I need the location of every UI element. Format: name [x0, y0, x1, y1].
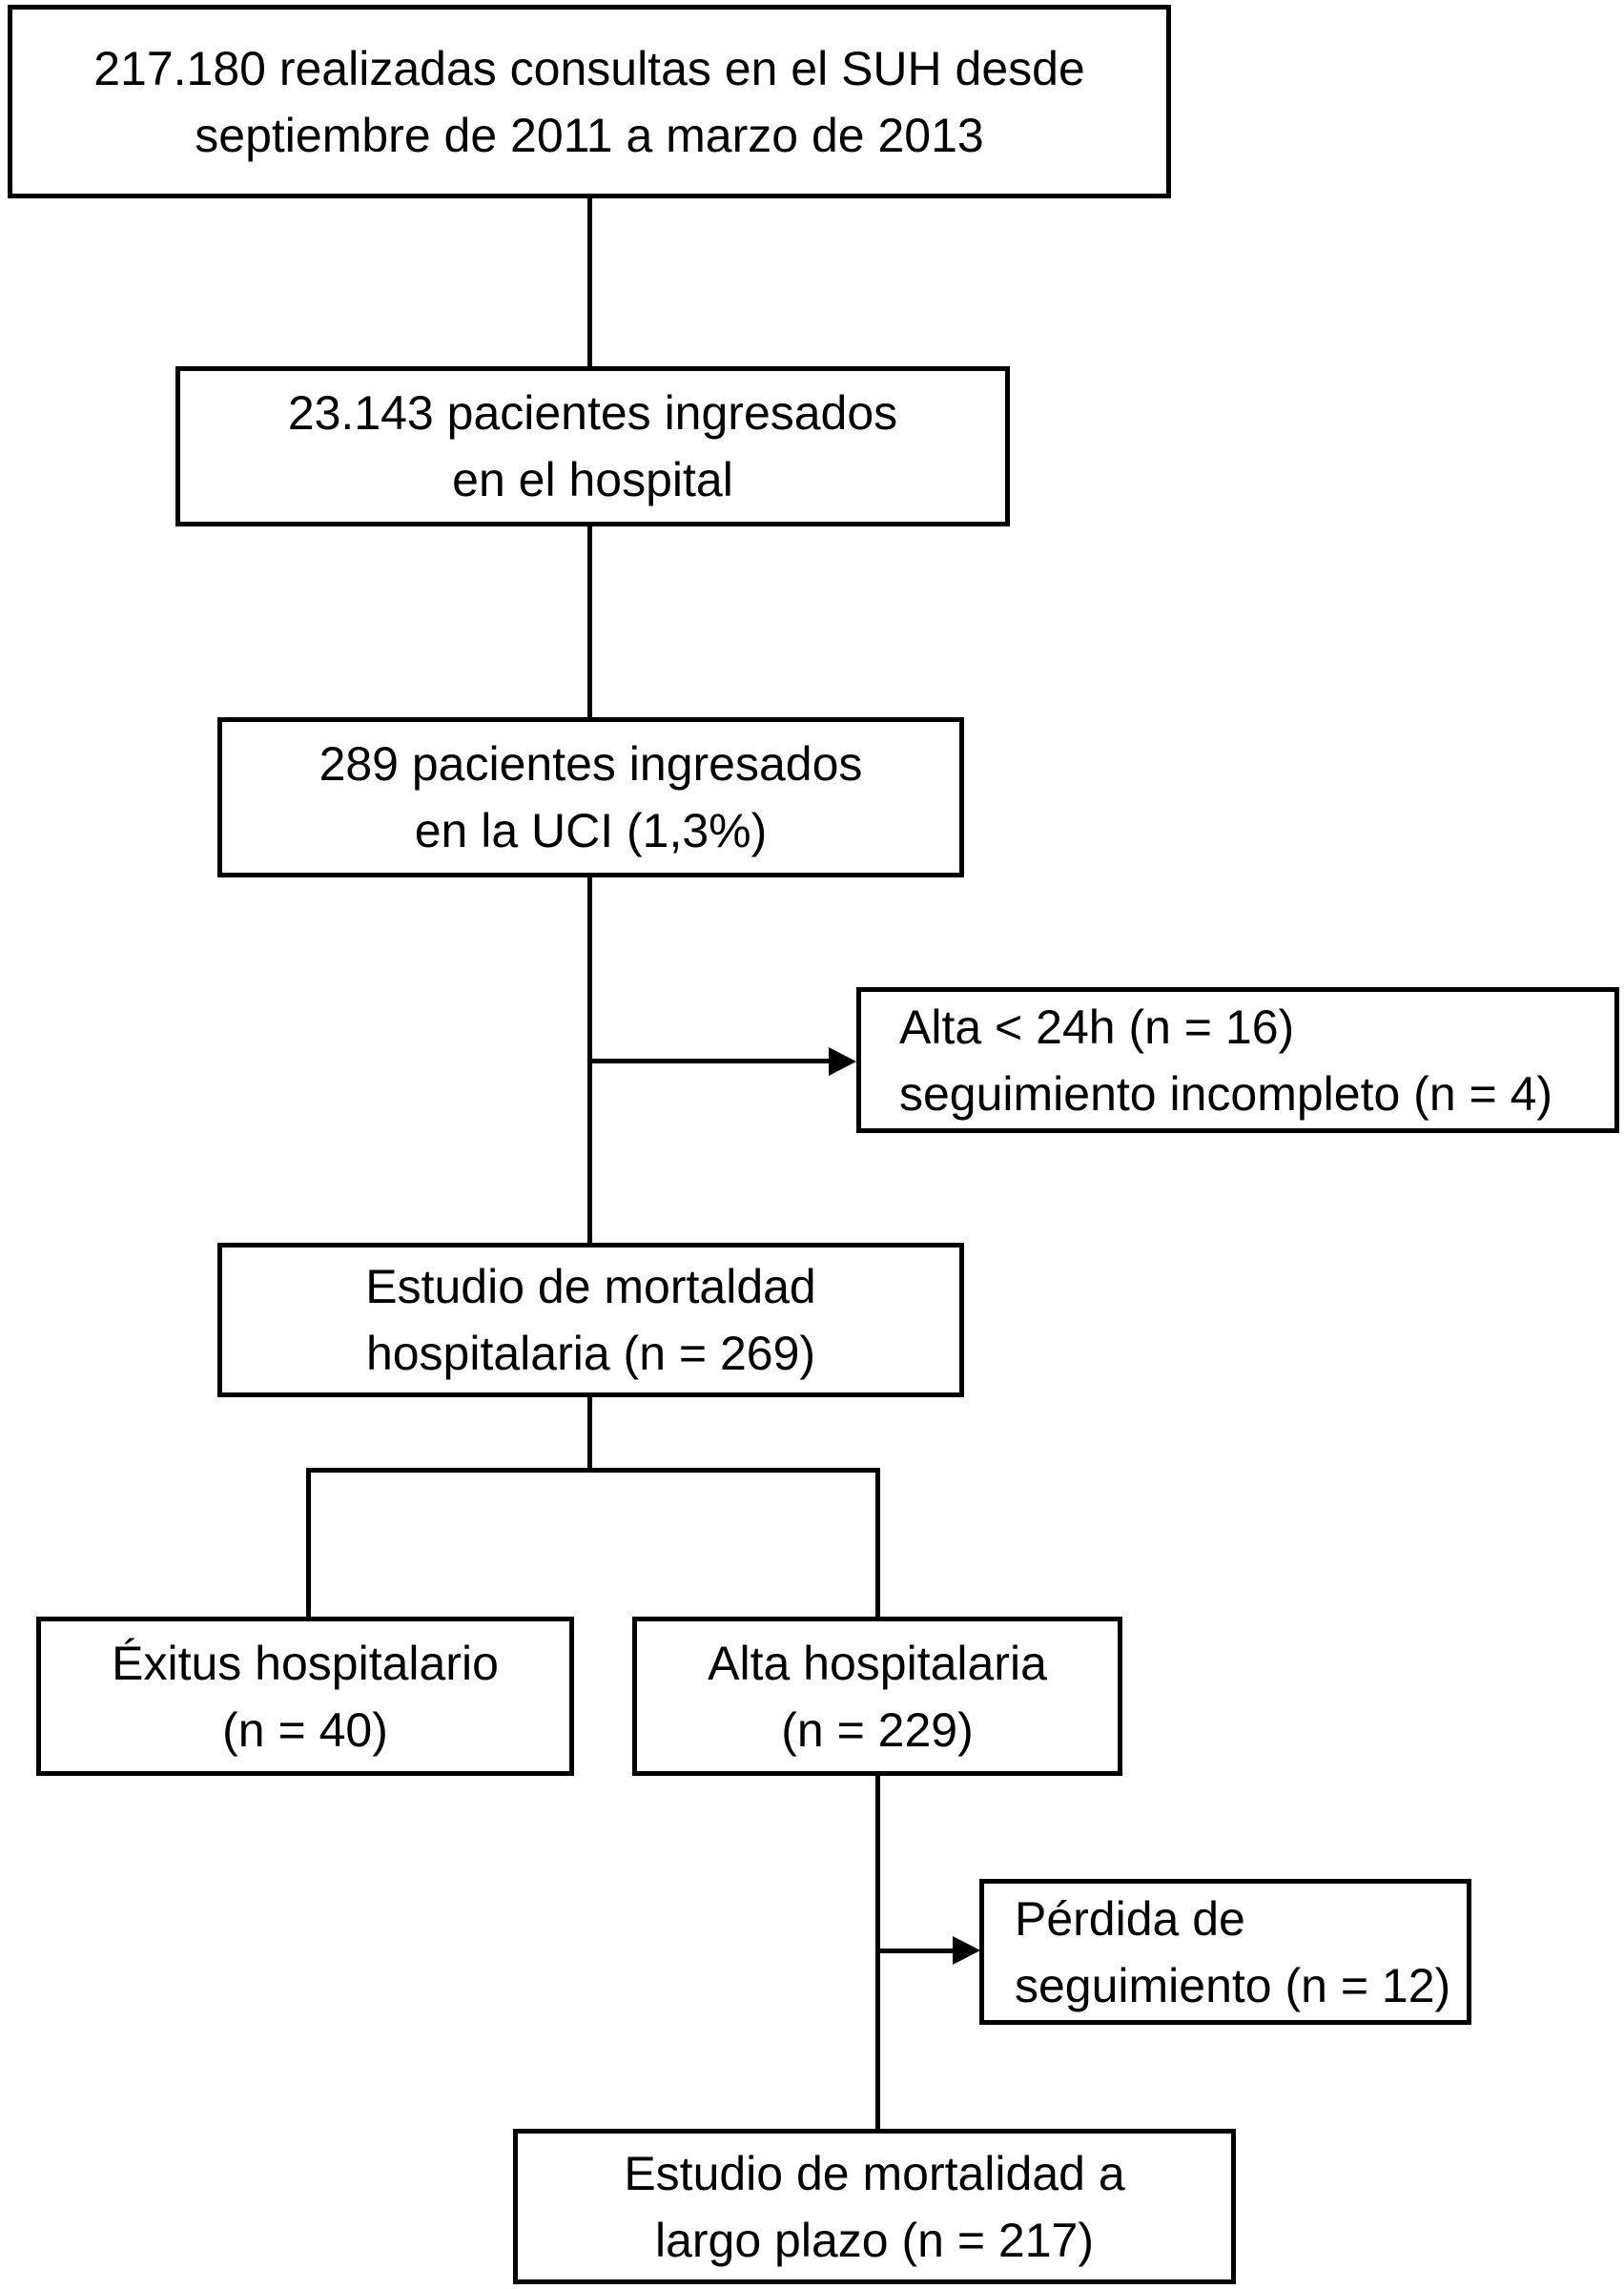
node-alta-hospitalaria: Alta hospitalaria (n = 229) [632, 1617, 1122, 1776]
node-estudio-mortalidad-hospitalaria-line-2: hospitalaria (n = 269) [365, 1327, 816, 1380]
node-estudio-mortalidad-hospitalaria: Estudio de mortaldad hospitalaria (n = 2… [217, 1243, 964, 1397]
node-consultas-suh: 217.180 realizadas consultas en el SUH d… [8, 5, 1171, 198]
node-estudio-mortalidad-largo-plazo-line-1: Estudio de mortalidad a [624, 2146, 1125, 2200]
node-estudio-mortalidad-hospitalaria-line-1: Estudio de mortaldad [365, 1260, 816, 1313]
node-alta-hospitalaria-line-2: (n = 229) [781, 1702, 974, 1757]
connector-split-to-exitus [306, 1468, 311, 1620]
node-exitus-hospitalario-line-1: Éxitus hospitalario [112, 1636, 499, 1690]
node-exclusion-alta-24h-line-2: seguimiento incompleto (n = 4) [899, 1066, 1553, 1121]
node-estudio-mortalidad-largo-plazo-line-2: largo plazo (n = 217) [654, 2213, 1094, 2267]
node-ingresados-uci: 289 pacientes ingresados en la UCI (1,3%… [217, 717, 964, 877]
connector-mortalidad-to-split [587, 1393, 592, 1473]
node-consultas-suh-line-1: 217.180 realizadas consultas en el SUH d… [93, 41, 1085, 95]
node-exclusion-alta-24h-line-1: Alta < 24h (n = 16) [899, 1000, 1295, 1054]
connector-split-to-alta-hospitalaria [875, 1468, 880, 1620]
node-ingresados-uci-line-2: en la UCI (1,3%) [414, 804, 768, 857]
node-exclusion-alta-24h: Alta < 24h (n = 16) seguimiento incomple… [856, 987, 1619, 1133]
connector-branch-alta-24h [589, 1059, 830, 1063]
connector-split-horizontal [306, 1468, 880, 1473]
node-perdida-seguimiento-line-1: Pérdida de [1015, 1891, 1245, 1946]
connector-consultas-to-hospital [587, 196, 592, 369]
arrowhead-alta-24h-icon [829, 1047, 856, 1076]
node-exitus-hospitalario: Éxitus hospitalario (n = 40) [36, 1617, 574, 1776]
node-alta-hospitalaria-line-1: Alta hospitalaria [708, 1636, 1047, 1690]
node-perdida-seguimiento-line-2: seguimiento (n = 12) [1015, 1958, 1451, 2012]
node-ingresados-hospital-line-2: en el hospital [452, 453, 733, 506]
node-ingresados-hospital: 23.143 pacientes ingresados en el hospit… [175, 366, 1010, 526]
connector-hospital-to-uci [587, 524, 592, 720]
node-consultas-suh-line-2: septiembre de 2011 a marzo de 2013 [195, 108, 984, 162]
node-exitus-hospitalario-line-2: (n = 40) [222, 1702, 388, 1757]
arrowhead-perdida-seguimiento-icon [953, 1936, 980, 1965]
node-ingresados-hospital-line-1: 23.143 pacientes ingresados [287, 386, 898, 440]
connector-branch-perdida-seguimiento [877, 1949, 954, 1953]
node-perdida-seguimiento: Pérdida de seguimiento (n = 12) [979, 1879, 1471, 2025]
node-ingresados-uci-line-1: 289 pacientes ingresados [319, 737, 863, 791]
node-estudio-mortalidad-largo-plazo: Estudio de mortalidad a largo plazo (n =… [513, 2129, 1236, 2284]
